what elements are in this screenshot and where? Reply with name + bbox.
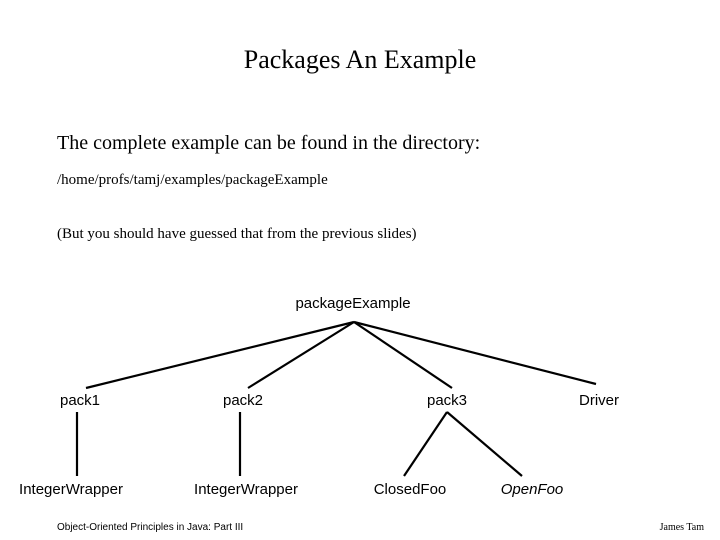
edge-root-to-pack3	[353, 321, 453, 389]
tree-node-integerwrapper-pack1[interactable]: IntegerWrapper	[19, 481, 123, 498]
directory-intro-text: The complete example can be found in the…	[57, 132, 481, 154]
tree-node-pack1[interactable]: pack1	[59, 392, 101, 409]
tree-node-closedfoo[interactable]: ClosedFoo	[373, 481, 447, 498]
edge-root-to-pack2	[247, 321, 355, 389]
footer-author-label: James Tam	[659, 522, 704, 533]
tree-node-integerwrapper-pack2[interactable]: IntegerWrapper	[194, 481, 298, 498]
tree-node-package-example[interactable]: packageExample	[295, 295, 411, 312]
tree-node-openfoo[interactable]: OpenFoo	[500, 481, 564, 498]
edge-root-to-pack1	[85, 320, 355, 390]
edge-pack3-to-closedfoo	[403, 411, 448, 477]
tree-node-pack2[interactable]: pack2	[222, 392, 264, 409]
aside-note-text: (But you should have guessed that from t…	[57, 226, 417, 242]
edge-pack3-to-openfoo	[446, 411, 523, 477]
page-title: Packages An Example	[243, 45, 477, 74]
tree-node-pack3[interactable]: pack3	[426, 392, 468, 409]
footer-course-label: Object-Oriented Principles in Java: Part…	[57, 522, 244, 533]
tree-node-driver[interactable]: Driver	[579, 392, 619, 409]
edge-root-to-driver	[353, 320, 597, 386]
directory-path-text: /home/profs/tamj/examples/packageExample	[57, 172, 328, 188]
